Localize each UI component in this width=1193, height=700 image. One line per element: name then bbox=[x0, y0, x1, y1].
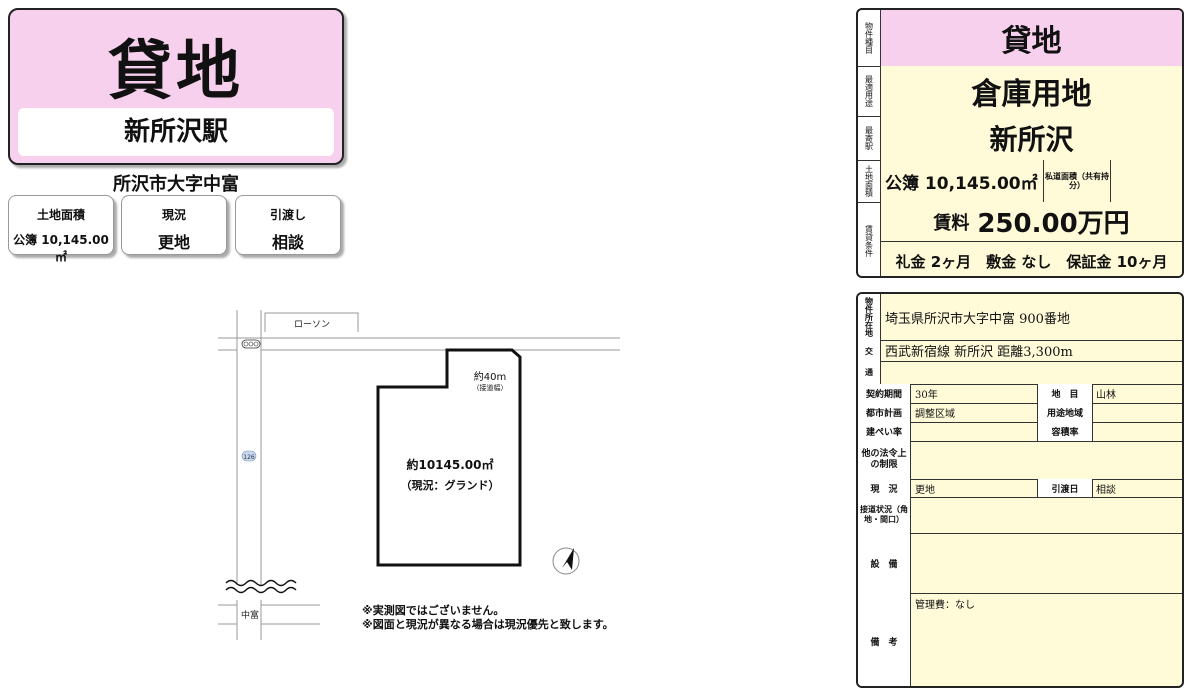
address-short: 所沢市大字中富 bbox=[113, 174, 239, 195]
rent-line: 賃料 250.00万円 bbox=[881, 202, 1182, 243]
store-label: ローソン bbox=[294, 320, 330, 330]
station-value: 新所沢 bbox=[881, 116, 1182, 160]
facility-caption: 設 備 bbox=[858, 533, 911, 593]
rent-value: 250.00万円 bbox=[977, 209, 1130, 240]
status-label-map: （現況：グランド） bbox=[401, 478, 500, 492]
traffic-signal-icon bbox=[241, 339, 261, 349]
handover-value: 相談 bbox=[271, 233, 304, 252]
remarks-value: 管理費：なし bbox=[915, 600, 975, 611]
land-area-card: 土地面積 公簿 10,145.00㎡ bbox=[8, 195, 114, 264]
location-value: 埼玉県所沢市大字中富 900番地 bbox=[885, 311, 1070, 327]
lease-row: 賃貸条件 賃料 250.00万円 礼金 2ヶ月 敷金 なし 保証金 10ヶ月 bbox=[858, 202, 1182, 276]
handover-label: 引渡し bbox=[269, 208, 306, 222]
handover-value-detail: 相談 bbox=[1096, 484, 1116, 496]
use-caption: 最適用途 bbox=[858, 66, 881, 116]
area-label: 約10145.00㎡ bbox=[406, 457, 493, 472]
area-value: 公簿 10,145.00㎡ bbox=[885, 173, 1038, 194]
traffic-row: 交 通 西武新宿線 新所沢 距離3,300m bbox=[858, 340, 1182, 385]
city-plan-row: 都市計画 調整区域 用途地域 bbox=[858, 403, 1182, 423]
place-label: 中富 bbox=[241, 609, 259, 621]
location-row: 物件所在地 埼玉県所沢市大字中富 900番地 bbox=[858, 294, 1182, 341]
zone-value bbox=[1092, 403, 1182, 422]
river-waves bbox=[225, 579, 297, 594]
land-area-label: 土地面積 bbox=[36, 208, 85, 222]
bcr-caption: 建ぺい率 bbox=[858, 422, 911, 441]
detail-table: 物件所在地 埼玉県所沢市大字中富 900番地 交 通 西武新宿線 新所沢 距離3… bbox=[856, 292, 1184, 688]
status-value-detail: 更地 bbox=[915, 484, 935, 496]
bcr-value bbox=[911, 422, 1041, 441]
title-card: 貸地 新所沢駅 bbox=[8, 8, 344, 165]
handover-card: 引渡し 相談 bbox=[235, 195, 341, 255]
private-road-label: 私道面積（共有持分） bbox=[1043, 160, 1111, 202]
route-sign-icon: 126 bbox=[241, 450, 257, 462]
traffic-value: 西武新宿線 新所沢 距離3,300m bbox=[881, 340, 1182, 362]
road-value bbox=[911, 497, 1182, 533]
type-caption: 物件種目 bbox=[858, 10, 881, 66]
city-plan-value: 調整区域 bbox=[915, 409, 955, 420]
north-arrow-icon bbox=[552, 547, 580, 575]
area-caption: 土地面積 bbox=[858, 160, 881, 202]
far-caption: 容積率 bbox=[1037, 422, 1093, 441]
status-label: 現況 bbox=[161, 208, 186, 222]
use-row: 最適用途 倉庫用地 bbox=[858, 66, 1182, 117]
status-card: 現況 更地 bbox=[121, 195, 227, 255]
road-row: 接道状況（角地・間口） bbox=[858, 497, 1182, 534]
remarks-row: 備 考 管理費：なし bbox=[858, 593, 1182, 686]
property-category: 貸地 bbox=[108, 35, 244, 109]
use-value: 倉庫用地 bbox=[881, 66, 1182, 116]
facility-value bbox=[911, 533, 1182, 593]
zone-caption: 用途地域 bbox=[1037, 403, 1093, 422]
far-value bbox=[1092, 422, 1182, 441]
lease-caption: 賃貸条件 bbox=[858, 202, 881, 276]
traffic-caption-1: 交 bbox=[865, 347, 873, 356]
status-caption: 現 況 bbox=[858, 479, 911, 497]
lease-terms: 礼金 2ヶ月 敷金 なし 保証金 10ヶ月 bbox=[895, 252, 1168, 271]
frontage-label: 約40m bbox=[474, 370, 506, 383]
summary-table: 物件種目 貸地 最適用途 倉庫用地 最寄駅 新所沢 土地面積 公簿 10,145… bbox=[856, 8, 1184, 278]
legal-caption: 他の法令上の制限 bbox=[858, 441, 911, 479]
location-caption: 物件所在地 bbox=[858, 294, 881, 340]
chimoku-value: 山林 bbox=[1096, 390, 1116, 401]
legal-row: 他の法令上の制限 bbox=[858, 441, 1182, 480]
type-value: 貸地 bbox=[881, 10, 1182, 66]
map-note-2: ※図面と現況が異なる場合は現況優先と致します。 bbox=[362, 618, 614, 631]
coverage-row: 建ぺい率 容積率 bbox=[858, 422, 1182, 442]
frontage-sub: （接道幅） bbox=[473, 383, 508, 392]
chimoku-caption: 地 目 bbox=[1037, 384, 1093, 403]
facility-row: 設 備 bbox=[858, 533, 1182, 594]
rent-label: 賃料 bbox=[933, 212, 970, 234]
svg-text:126: 126 bbox=[243, 454, 255, 461]
station-name: 新所沢駅 bbox=[18, 108, 334, 156]
remarks-caption: 備 考 bbox=[858, 593, 911, 686]
contract-caption: 契約期間 bbox=[858, 384, 911, 403]
type-row: 物件種目 貸地 bbox=[858, 10, 1182, 67]
station-row: 最寄駅 新所沢 bbox=[858, 116, 1182, 161]
site-map: ローソン 126 中富 約40m （接道幅） 約10145.00㎡ （現況：グラ… bbox=[218, 310, 620, 640]
map-note-1: ※実測図ではございません。 bbox=[362, 604, 505, 617]
road-caption: 接道状況（角地・間口） bbox=[858, 497, 911, 533]
station-caption: 最寄駅 bbox=[858, 116, 881, 160]
contract-value: 30年 bbox=[915, 390, 938, 401]
status-row: 現 況 更地 引渡日 相談 bbox=[858, 479, 1182, 498]
city-plan-caption: 都市計画 bbox=[858, 403, 911, 422]
legal-value bbox=[911, 441, 1182, 479]
traffic-caption-2: 通 bbox=[865, 368, 873, 377]
area-row: 土地面積 公簿 10,145.00㎡ 私道面積（共有持分） bbox=[858, 160, 1182, 203]
contract-row: 契約期間 30年 地 目 山林 bbox=[858, 384, 1182, 404]
parcel-outline bbox=[376, 348, 522, 567]
status-value: 更地 bbox=[157, 233, 190, 252]
land-area-value: 公簿 10,145.00㎡ bbox=[13, 233, 109, 264]
handover-caption: 引渡日 bbox=[1037, 479, 1093, 497]
